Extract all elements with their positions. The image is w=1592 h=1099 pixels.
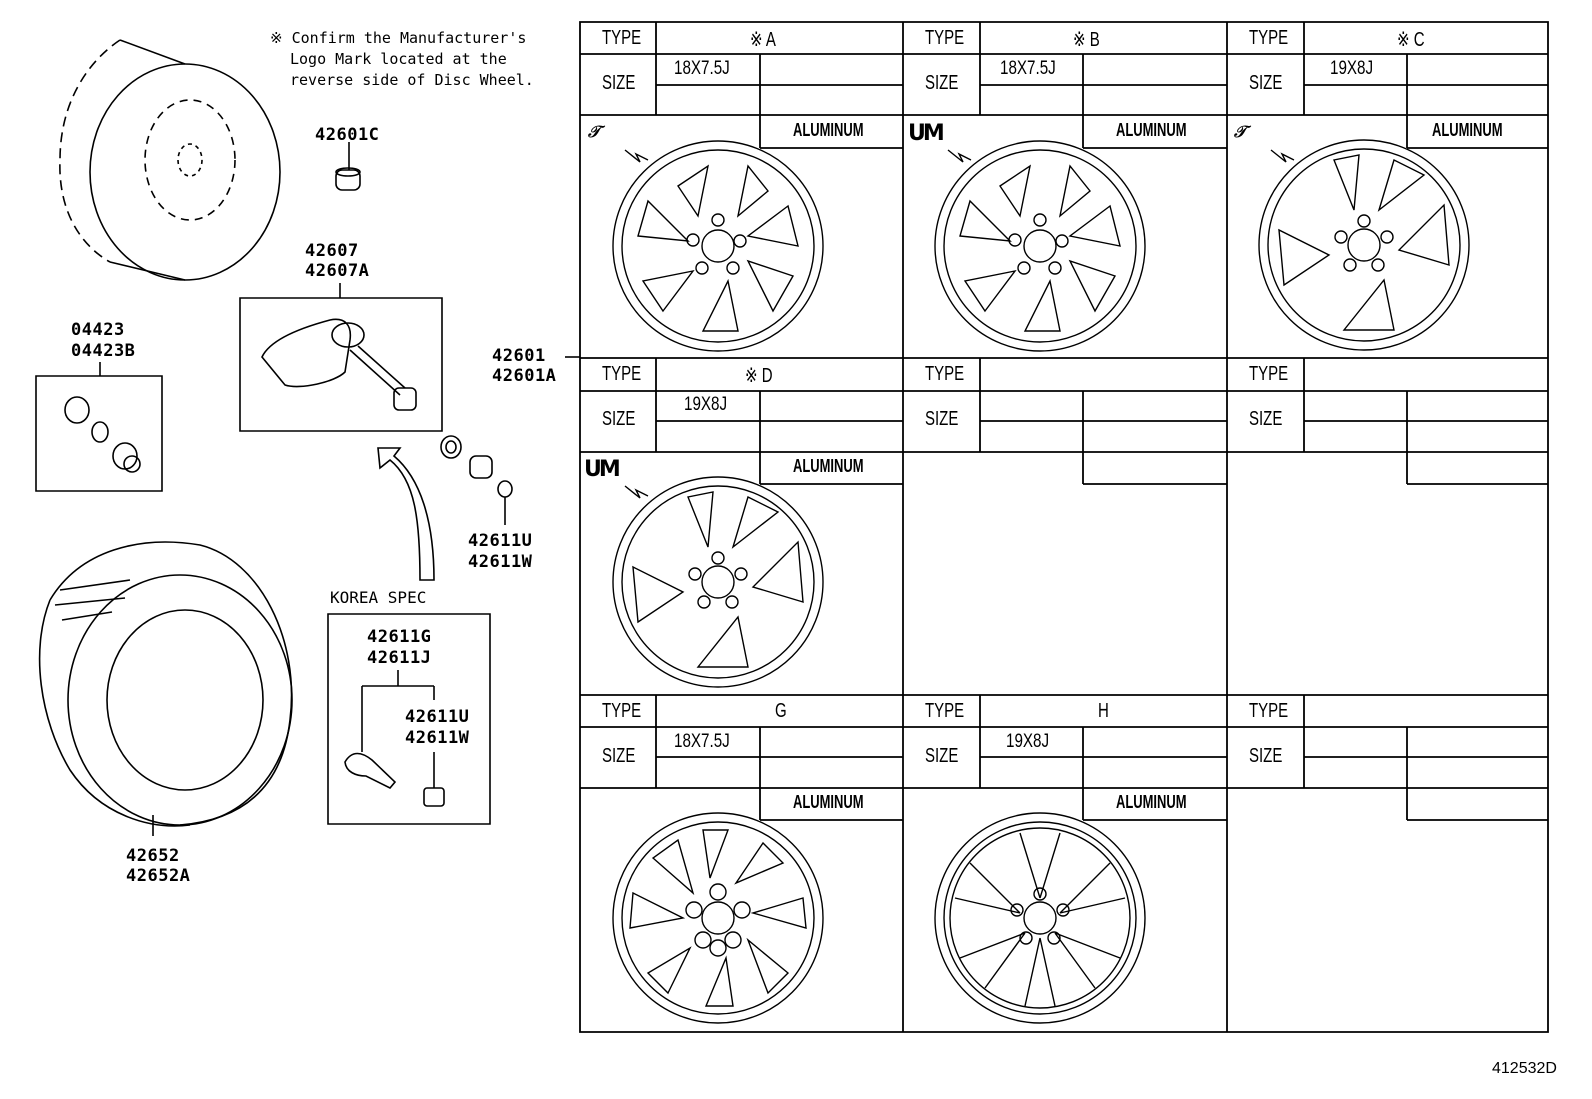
material-b: ALUMINUM bbox=[1116, 120, 1187, 140]
tire-drawing bbox=[40, 542, 292, 836]
type-label: TYPE bbox=[1249, 363, 1289, 385]
part-04423b[interactable]: 04423B bbox=[71, 341, 136, 361]
type-value-a: ※ A bbox=[750, 29, 776, 51]
size-label: SIZE bbox=[1249, 745, 1283, 767]
part-42611w-b[interactable]: 42611W bbox=[405, 728, 470, 748]
type-label: TYPE bbox=[925, 363, 965, 385]
size-value-d: 19X8J bbox=[684, 394, 728, 415]
part-42601c[interactable]: 42601C bbox=[315, 125, 380, 145]
wheel-g-drawing bbox=[613, 813, 823, 1023]
grommet-drawing bbox=[65, 397, 140, 472]
note-line-1: ※ Confirm the Manufacturer's bbox=[270, 29, 527, 47]
part-42601[interactable]: 42601 bbox=[492, 346, 546, 366]
tpms-sensor-drawing bbox=[262, 319, 416, 410]
type-label: TYPE bbox=[1249, 700, 1289, 722]
material-h: ALUMINUM bbox=[1116, 792, 1187, 812]
diagram-code: 412532D bbox=[1492, 1060, 1557, 1077]
type-value-b: ※ B bbox=[1073, 29, 1100, 51]
note-line-3: reverse side of Disc Wheel. bbox=[290, 71, 534, 89]
korea-spec-label: KOREA SPEC bbox=[330, 588, 427, 607]
part-42611w-a[interactable]: 42611W bbox=[468, 552, 533, 572]
part-42611u-a[interactable]: 42611U bbox=[468, 531, 533, 551]
valve-cap-drawing bbox=[336, 142, 360, 190]
type-label: TYPE bbox=[925, 27, 965, 49]
sensor-box bbox=[240, 298, 442, 431]
valve-nut-drawing bbox=[441, 436, 512, 525]
part-42611g[interactable]: 42611G bbox=[367, 627, 432, 647]
material-d: ALUMINUM bbox=[793, 456, 864, 476]
size-label: SIZE bbox=[1249, 72, 1283, 94]
size-label: SIZE bbox=[602, 72, 636, 94]
size-label: SIZE bbox=[1249, 408, 1283, 430]
size-value-b: 18X7.5J bbox=[1000, 58, 1056, 79]
note-line-2: Logo Mark located at the bbox=[290, 50, 507, 68]
size-value-g: 18X7.5J bbox=[674, 731, 730, 752]
size-value-a: 18X7.5J bbox=[674, 58, 730, 79]
material-a: ALUMINUM bbox=[793, 120, 864, 140]
size-label: SIZE bbox=[602, 408, 636, 430]
wheel-a-drawing bbox=[613, 141, 823, 351]
size-value-h: 19X8J bbox=[1006, 731, 1050, 752]
spare-wheel-drawing bbox=[60, 40, 280, 280]
tmc-logo-icon: 𝒯 bbox=[1234, 122, 1247, 141]
type-label: TYPE bbox=[602, 27, 642, 49]
size-label: SIZE bbox=[925, 745, 959, 767]
tmc-logo-icon: 𝒯 bbox=[588, 122, 601, 141]
part-42611j[interactable]: 42611J bbox=[367, 648, 432, 668]
part-04423[interactable]: 04423 bbox=[71, 320, 125, 340]
type-value-h: H bbox=[1098, 700, 1109, 722]
type-label: TYPE bbox=[925, 700, 965, 722]
wheel-d-drawing bbox=[613, 477, 823, 687]
part-42611u-b[interactable]: 42611U bbox=[405, 707, 470, 727]
part-42607a[interactable]: 42607A bbox=[305, 261, 370, 281]
part-42652[interactable]: 42652 bbox=[126, 846, 180, 866]
type-label: TYPE bbox=[602, 363, 642, 385]
material-c: ALUMINUM bbox=[1432, 120, 1503, 140]
size-label: SIZE bbox=[602, 745, 636, 767]
wheel-c-drawing bbox=[1259, 140, 1469, 350]
um-logo-icon: UM bbox=[584, 457, 621, 482]
wheel-table-grid bbox=[580, 22, 1548, 1032]
size-label: SIZE bbox=[925, 72, 959, 94]
wheel-b-drawing bbox=[935, 141, 1145, 351]
part-42652a[interactable]: 42652A bbox=[126, 866, 191, 886]
um-logo-icon: UM bbox=[908, 121, 945, 146]
type-label: TYPE bbox=[1249, 27, 1289, 49]
size-label: SIZE bbox=[925, 408, 959, 430]
install-arrow bbox=[378, 448, 434, 580]
type-label: TYPE bbox=[602, 700, 642, 722]
wheel-h-drawing bbox=[935, 813, 1145, 1023]
part-42607[interactable]: 42607 bbox=[305, 241, 359, 261]
type-value-d: ※ D bbox=[745, 365, 773, 387]
size-value-c: 19X8J bbox=[1330, 58, 1374, 79]
material-g: ALUMINUM bbox=[793, 792, 864, 812]
part-42601a[interactable]: 42601A bbox=[492, 366, 557, 386]
parts-04423-box bbox=[36, 376, 162, 491]
type-value-g: G bbox=[775, 700, 787, 722]
korea-spec-box bbox=[328, 614, 490, 824]
type-value-c: ※ C bbox=[1397, 29, 1425, 51]
